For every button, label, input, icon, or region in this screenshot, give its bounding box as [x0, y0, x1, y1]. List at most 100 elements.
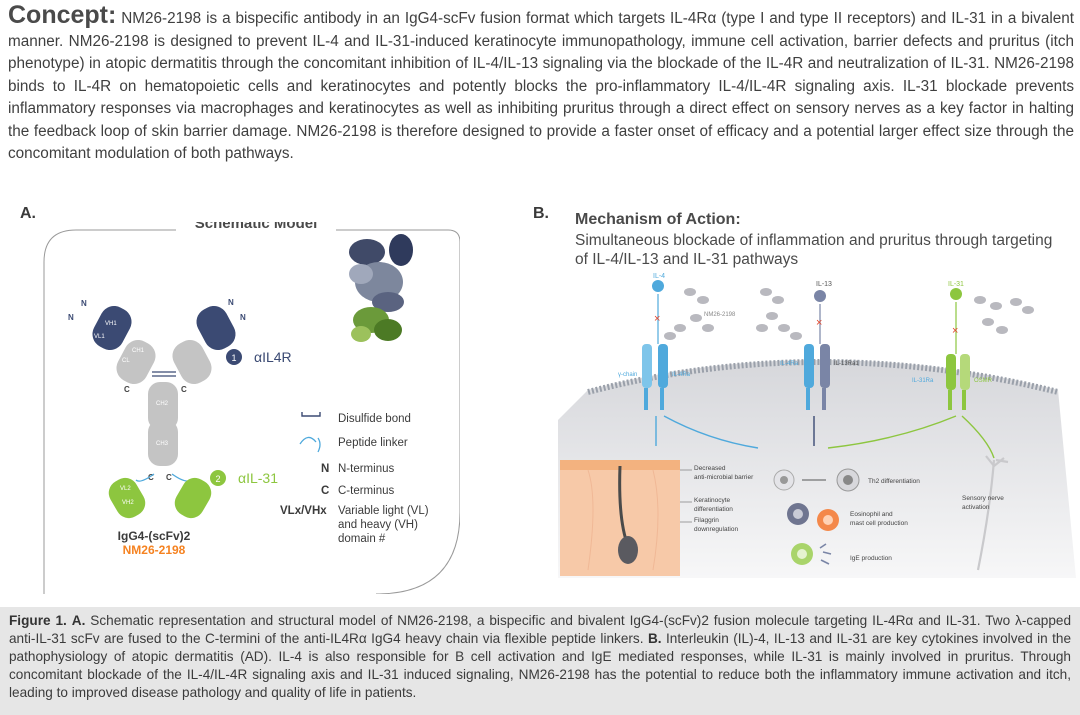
svg-text:Eosinophil and: Eosinophil and — [850, 511, 893, 518]
svg-text:and heavy (VH): and heavy (VH) — [338, 519, 418, 531]
antibody-glyph-1 — [664, 288, 714, 340]
signal-arrow-4 — [827, 415, 957, 449]
badge-2-label: αIL-31 — [238, 470, 278, 486]
left-peptide-linker — [135, 473, 155, 482]
svg-text:CH2: CH2 — [156, 401, 169, 407]
svg-text:VL1: VL1 — [94, 334, 105, 340]
il13-dot — [814, 290, 826, 302]
caption-b-text: Interleukin (IL)-4, IL-13 and IL-31 are … — [9, 631, 1072, 700]
structural-model-image — [349, 234, 413, 342]
svg-text:Peptide linker: Peptide linker — [338, 437, 408, 449]
concept-text: NM26-2198 is a bispecific antibody in an… — [8, 10, 1074, 162]
svg-text:activation: activation — [962, 504, 990, 511]
panel-b-label: B. — [533, 205, 549, 222]
svg-text:IgE production: IgE production — [850, 555, 892, 562]
svg-text:IL-31: IL-31 — [948, 281, 964, 288]
right-scfv — [174, 477, 212, 519]
antibody-glyph-2 — [756, 288, 802, 340]
badge-1 — [226, 349, 242, 365]
svg-text:VLx/VHx: VLx/VHx — [280, 505, 327, 517]
svg-text:Variable light (VL): Variable light (VL) — [338, 505, 429, 517]
hinge-disulfide-bond — [152, 371, 176, 377]
figure-caption: Figure 1. A. Schematic representation an… — [0, 607, 1080, 715]
svg-text:mast cell production: mast cell production — [850, 520, 908, 527]
svg-text:C-terminus: C-terminus — [338, 485, 394, 497]
antibody-label: NM26-2198 — [704, 312, 736, 318]
svg-text:1: 1 — [231, 353, 236, 363]
schematic-legend: Disulfide bond Peptide linker N N-termin… — [280, 412, 429, 545]
panel-a-label: A. — [20, 205, 36, 222]
svg-text:N: N — [228, 298, 234, 307]
svg-text:γ-chain: γ-chain — [618, 372, 637, 378]
svg-text:IL-4Ra: IL-4Ra — [780, 361, 799, 367]
legend-linker-symbol — [299, 436, 321, 453]
panel-a-frame-left — [43, 229, 176, 594]
receptor-il31ra-osmr: IL-31Ra OSMR — [912, 354, 993, 410]
svg-text:N: N — [240, 313, 246, 322]
svg-text:IL-13: IL-13 — [816, 281, 832, 288]
caption-a-text: Schematic representation and structural … — [9, 613, 1072, 646]
sensory-nerve — [976, 455, 1009, 571]
schematic-model-panel: Schematic Model VH1 VL1 CH1 CL N N C N N… — [43, 222, 460, 594]
panel-a-title: Schematic Model — [195, 222, 318, 232]
mechanism-diagram: IL-4 IL-13 IL-31 NM26-2198 × × × γ-chain… — [558, 273, 1076, 578]
svg-text:CH1: CH1 — [132, 348, 145, 354]
molecule-name: IgG4-(scFv)2 — [118, 529, 191, 543]
svg-text:C: C — [148, 473, 154, 482]
svg-text:C: C — [321, 485, 329, 497]
svg-text:C: C — [124, 385, 130, 394]
concept-keyword: Concept: — [8, 1, 117, 29]
caption-fig-label: Figure 1. — [9, 613, 67, 628]
fc-stem: CH2 CH3 C C — [148, 382, 178, 482]
caption-a-label: A. — [71, 613, 86, 628]
concept-paragraph: Concept: NM26-2198 is a bispecific antib… — [8, 1, 1074, 166]
svg-text:N-terminus: N-terminus — [338, 463, 394, 475]
svg-text:OSMR: OSMR — [974, 378, 993, 384]
cell-membrane-area — [558, 360, 1076, 578]
badge-1-label: αIL4R — [254, 349, 292, 365]
svg-text:downregulation: downregulation — [694, 526, 738, 533]
mechanism-subtitle: Simultaneous blockade of inflammation an… — [575, 232, 1053, 268]
svg-text:2: 2 — [215, 474, 220, 484]
antibody-glyph-3 — [974, 296, 1034, 334]
svg-text:VH2: VH2 — [122, 500, 134, 506]
receptor-il4ra-il13ra1: IL-4Ra IL-13Ra1 — [780, 344, 859, 410]
right-fab-arm: N N C — [172, 298, 246, 394]
il13-block-x: × — [816, 317, 822, 329]
svg-text:Decreased: Decreased — [694, 465, 726, 472]
th2-label: Th2 differentiation — [868, 478, 920, 485]
svg-text:VH1: VH1 — [105, 321, 117, 327]
caption-b-label: B. — [647, 631, 662, 646]
left-fab-arm: VH1 VL1 CH1 CL N N C — [68, 299, 156, 394]
svg-text:IL-4: IL-4 — [653, 273, 665, 280]
legend-disulfide-symbol — [301, 412, 321, 417]
skin-cross-section — [560, 460, 680, 576]
svg-text:C: C — [181, 385, 187, 394]
svg-text:IL-13Ra1: IL-13Ra1 — [834, 361, 859, 367]
svg-text:C: C — [166, 473, 172, 482]
svg-text:Sensory nerve: Sensory nerve — [962, 495, 1004, 502]
mechanism-title: Mechanism of Action: — [575, 211, 741, 228]
molecule-code: NM26-2198 — [123, 543, 186, 557]
svg-text:Disulfide bond: Disulfide bond — [338, 413, 411, 425]
svg-text:IL-4Ra: IL-4Ra — [672, 372, 691, 378]
svg-text:Keratinocyte: Keratinocyte — [694, 497, 731, 504]
left-scfv: VL2 VH2 — [108, 477, 146, 519]
signal-arrow-5 — [961, 415, 995, 459]
svg-text:N: N — [68, 313, 74, 322]
svg-text:IL-31Ra: IL-31Ra — [912, 378, 934, 384]
badge-2 — [210, 470, 226, 486]
svg-text:N: N — [321, 463, 329, 475]
il31-block-x: × — [952, 325, 958, 337]
svg-text:differentiation: differentiation — [694, 506, 733, 513]
panel-a-frame-right — [336, 229, 460, 594]
ige-molecules — [819, 543, 832, 565]
svg-text:CH3: CH3 — [156, 441, 169, 447]
svg-text:domain #: domain # — [338, 533, 386, 545]
signal-arrow-2 — [663, 415, 759, 449]
il4-block-x: × — [654, 313, 660, 325]
receptor-gamma-il4ra: γ-chain IL-4Ra — [618, 344, 691, 410]
svg-text:Filaggrin: Filaggrin — [694, 517, 719, 524]
svg-text:VL2: VL2 — [120, 486, 131, 492]
svg-text:CL: CL — [122, 358, 130, 364]
